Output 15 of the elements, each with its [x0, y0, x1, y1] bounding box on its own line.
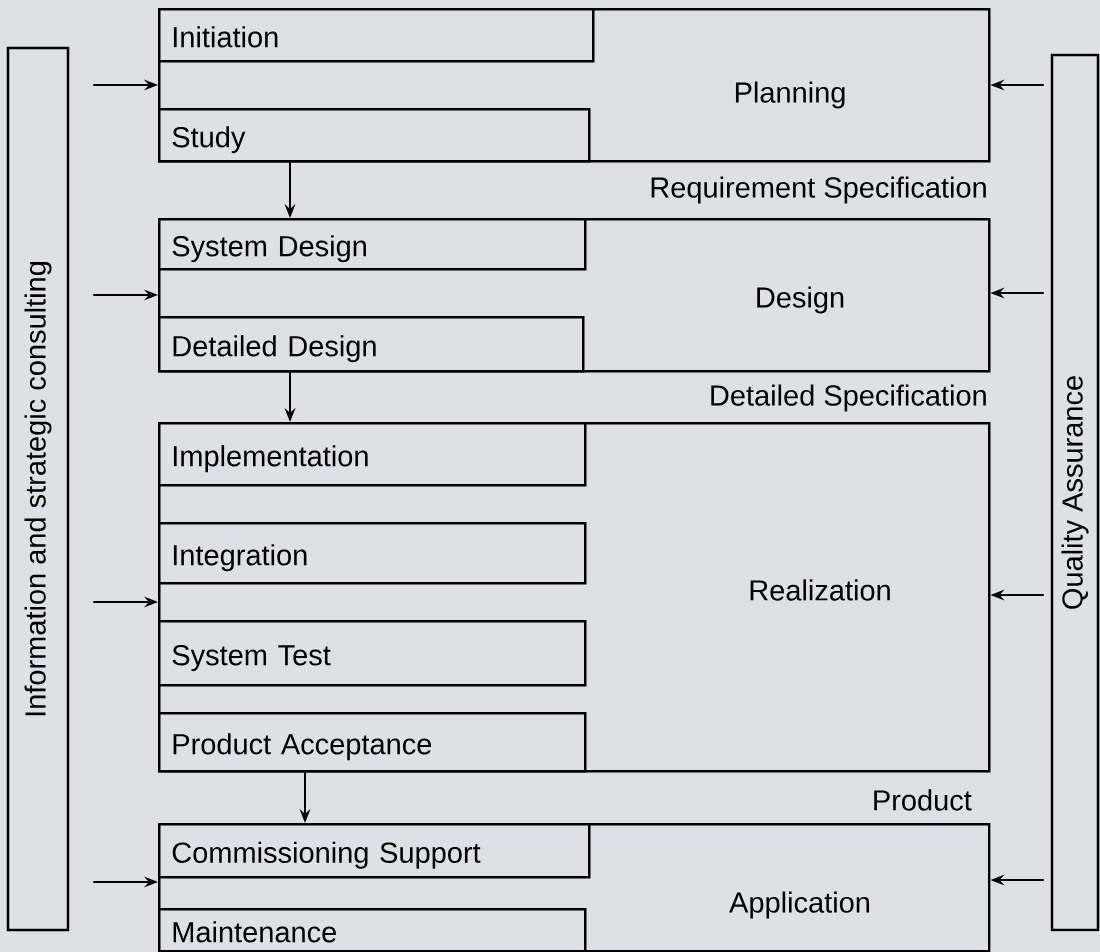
activity-box: Initiation [158, 8, 595, 63]
side-box: Quality Assurance [1050, 53, 1100, 932]
activity-box: Implementation [158, 422, 587, 487]
side-box: Information and strategic consulting [6, 46, 70, 932]
activity-box: Study [158, 108, 591, 163]
activity-box: Commissioning Support [158, 823, 591, 879]
activity-box: System Design [158, 218, 587, 271]
deliverable-label: Product [874, 789, 972, 811]
deliverable-label: Requirement Specification [651, 176, 986, 204]
activity-box: Product Acceptance [158, 712, 587, 773]
deliverable-label: Detailed Specification [711, 384, 986, 412]
activity-box: Detailed Design [158, 316, 585, 373]
activity-box: System Test [158, 620, 587, 687]
activity-box: Integration [158, 522, 587, 585]
activity-box: Maintenance [158, 908, 587, 952]
